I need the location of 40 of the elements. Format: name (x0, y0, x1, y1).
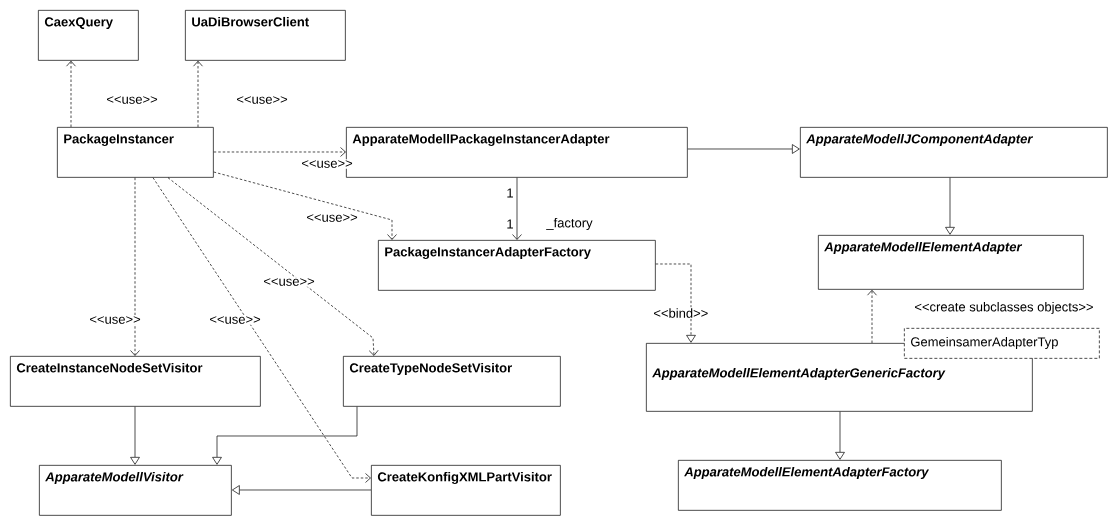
generalization-arrow (945, 177, 955, 235)
generalization-arrow (835, 411, 845, 460)
dependency-arrow (130, 177, 140, 356)
class-box: ApparateModellVisitor (39, 465, 232, 516)
edge-label: <<use>> (235, 95, 289, 105)
dependency-arrow (193, 60, 203, 128)
template-parameter-box: GemeinsamerAdapterTyp (904, 328, 1100, 359)
class-box: ApparateModellElementAdapterFactory (678, 460, 1002, 511)
dependency-arrow (152, 177, 371, 483)
edge-label: <<use>> (262, 277, 316, 287)
edge-label: <<use>> (88, 315, 142, 325)
class-box: ApparateModellJComponentAdapter (800, 127, 1108, 178)
edge-label: _factory (545, 216, 594, 232)
dependency-arrow (66, 60, 76, 128)
class-box: UaDiBrowserClient (185, 10, 346, 61)
edge-label: <<use>> (208, 315, 262, 325)
generalization-arrow (212, 406, 358, 465)
edge-label: <<use>> (305, 213, 359, 223)
association-arrow (512, 177, 522, 240)
class-box: PackageInstancerAdapterFactory (378, 240, 656, 291)
dependency-arrow (655, 263, 696, 343)
class-box: CreateInstanceNodeSetVisitor (10, 356, 261, 407)
generalization-arrow (687, 144, 800, 154)
class-box: CreateTypeNodeSetVisitor (343, 356, 561, 407)
dependency-arrow (867, 289, 877, 344)
class-box: CreateKonfigXMLPartVisitor (371, 465, 561, 516)
edge-label: <<use>> (105, 95, 159, 105)
generalization-arrow (232, 485, 372, 495)
class-box: CaexQuery (38, 10, 139, 61)
multiplicity-label: 1 (507, 219, 513, 229)
edge-label: <<bind>> (652, 307, 710, 319)
dependency-arrow (213, 171, 397, 240)
dependency-arrow (213, 147, 346, 157)
generalization-arrow (130, 406, 140, 465)
dependency-arrow (167, 177, 379, 356)
multiplicity-label: 1 (507, 188, 513, 198)
class-box: ApparateModellElementAdapter (818, 235, 1084, 290)
class-box: PackageInstancer (57, 127, 214, 178)
edge-label: <<create subclasses objects>> (913, 300, 1095, 316)
edge-label: <<use>> (300, 159, 354, 169)
